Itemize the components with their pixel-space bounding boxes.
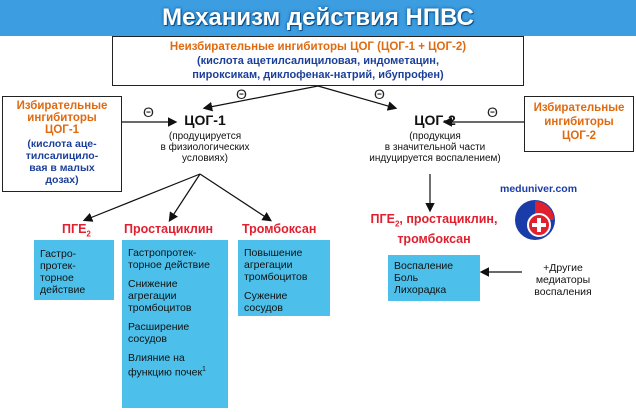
sel1-detail-2: тилсалицило-: [25, 150, 99, 162]
watermark: meduniver.com: [500, 183, 578, 195]
arrow-cox1-pge2: [82, 173, 201, 222]
cox2-desc-1: (продукция: [409, 131, 461, 142]
arrow-cox1-prostacyclin: [168, 173, 201, 223]
other-mediators: +Другие медиаторы воспаления: [534, 262, 592, 298]
cox2-desc-3: индуцируется воспалением): [369, 153, 501, 164]
prostacyclin-effect-3: Расширение сосудов: [128, 321, 190, 345]
thromboxane-effect-2: Сужение сосудов: [244, 290, 288, 314]
selective-cox2-box: Избирательные ингибиторы ЦОГ-2: [524, 96, 634, 152]
cox1-title: ЦОГ-1: [184, 112, 226, 128]
inhibit-symbol-sel1: Θ: [143, 104, 154, 120]
sel2-title-3: ЦОГ-2: [561, 130, 597, 142]
cox1-node: ЦОГ-1 (продуцируется в физиологических у…: [140, 112, 270, 164]
cox2-title: ЦОГ-2: [414, 112, 456, 128]
sel1-title-1: Избирательные: [16, 100, 108, 112]
sel1-detail-1: (кислота аце-: [27, 138, 97, 150]
prostacyclin-effect-1: Гастропротек-торное действие: [128, 247, 210, 271]
sel1-detail-4: дозах): [45, 174, 79, 186]
nonselective-line-2: пироксикам, диклофенак-натрий, ибупрофен…: [192, 69, 444, 81]
cox2-products-label: ПГЕ2, простациклин, тромбоксан: [370, 212, 498, 246]
cox1-desc-2: в физиологических: [160, 142, 250, 153]
prostacyclin-effect-2: Снижение агрегации тромбоцитов: [128, 278, 192, 314]
prostacyclin-effect-4: Влияние на функцию почек1: [128, 352, 206, 379]
arrow-cox1-thromboxane: [199, 173, 273, 222]
sel2-title-2: ингибиторы: [544, 116, 614, 128]
sel1-detail-3: вая в малых: [29, 162, 95, 174]
inhibit-symbol-nonsel-cox2: Θ: [374, 86, 385, 102]
cox2-node: ЦОГ-2 (продукция в значительной части ин…: [355, 112, 515, 164]
thromboxane-label: Тромбоксан: [242, 222, 317, 236]
prostacyclin-effects-box: Гастропротек-торное действие Снижение аг…: [122, 240, 228, 408]
prostacyclin-label: Простациклин: [124, 222, 214, 236]
nonselective-title: Неизбирательные ингибиторы ЦОГ (ЦОГ-1 + …: [169, 41, 467, 53]
pge2-label: ПГЕ2: [62, 222, 91, 239]
nonselective-inhibitors-box: Неизбирательные ингибиторы ЦОГ (ЦОГ-1 + …: [112, 36, 524, 86]
cox2-desc-2: в значительной части: [384, 142, 486, 153]
sel1-title-2: ингибиторы: [27, 112, 97, 124]
cox1-desc-3: условиях): [181, 153, 229, 164]
inhibit-symbol-sel2: Θ: [487, 104, 498, 120]
cox1-desc-1: (продуцируется: [168, 131, 242, 142]
thromboxane-effects-box: Повышение агрегации тромбоцитов Сужение …: [238, 240, 330, 316]
page-title: Механизм действия НПВС: [0, 0, 636, 36]
arrow-nonselective-cox1: [202, 85, 319, 112]
sel2-title-1: Избирательные: [533, 102, 625, 114]
pge2-effects-box: Гастро- протек- торное действие: [34, 240, 114, 300]
medical-logo-icon: [513, 198, 557, 242]
nonselective-line-1: (кислота ацетилсалициловая, индометацин,: [196, 55, 440, 67]
arrow-nonselective-cox2: [317, 85, 398, 111]
thromboxane-effect-1: Повышение агрегации тромбоцитов: [244, 247, 308, 283]
selective-cox1-box: Избирательные ингибиторы ЦОГ-1 (кислота …: [2, 96, 122, 192]
inhibit-symbol-nonsel-cox1: Θ: [236, 86, 247, 102]
sel1-title-3: ЦОГ-1: [44, 124, 80, 136]
cox2-effects-box: Воспаление Боль Лихорадка: [388, 255, 480, 301]
